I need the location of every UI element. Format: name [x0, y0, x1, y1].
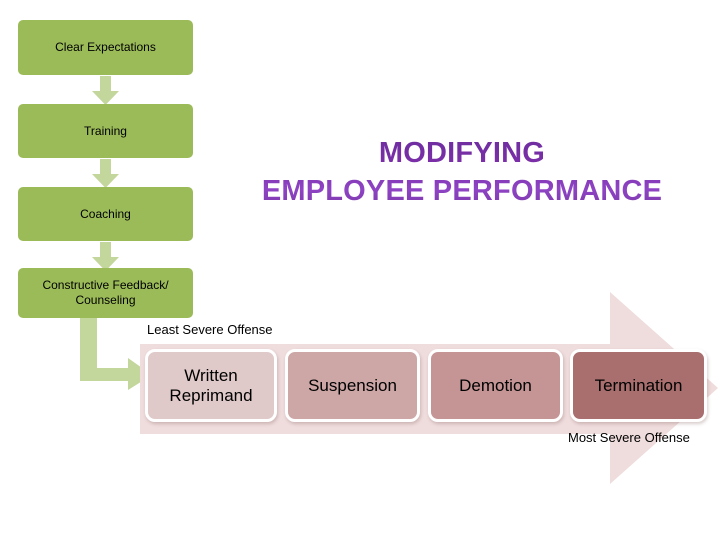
process-step-label: Coaching	[80, 206, 131, 221]
least-severe-offense-caption: Least Severe Offense	[147, 322, 273, 337]
most-severe-offense-caption: Most Severe Offense	[568, 430, 690, 445]
process-step-constructive-feedback[interactable]: Constructive Feedback/ Counseling	[18, 268, 193, 318]
severity-step-label: Demotion	[459, 375, 532, 395]
process-step-label: Constructive Feedback/ Counseling	[42, 278, 169, 307]
elbow-arrow-icon	[80, 318, 152, 390]
severity-step-label: Suspension	[308, 375, 397, 395]
severity-step-label: Termination	[594, 375, 683, 395]
severity-step-suspension[interactable]: Suspension	[285, 349, 420, 422]
page-title-line-2: EMPLOYEE PERFORMANCE	[261, 175, 663, 208]
severity-step-termination[interactable]: Termination	[570, 349, 707, 422]
down-arrow-icon	[92, 159, 119, 188]
process-step-training[interactable]: Training	[18, 104, 193, 158]
page-title-line-1: MODIFYING	[378, 137, 546, 169]
process-step-label: Training	[84, 123, 127, 138]
process-step-coaching[interactable]: Coaching	[18, 187, 193, 241]
down-arrow-icon	[92, 76, 119, 105]
severity-step-label: Written Reprimand	[169, 365, 253, 405]
severity-step-demotion[interactable]: Demotion	[428, 349, 563, 422]
process-step-clear-expectations[interactable]: Clear Expectations	[18, 20, 193, 75]
process-step-label: Clear Expectations	[55, 40, 156, 54]
page-title: MODIFYING EMPLOYEE PERFORMANCE	[230, 134, 694, 211]
down-arrow-icon	[92, 242, 119, 271]
severity-step-written-reprimand[interactable]: Written Reprimand	[145, 349, 277, 422]
